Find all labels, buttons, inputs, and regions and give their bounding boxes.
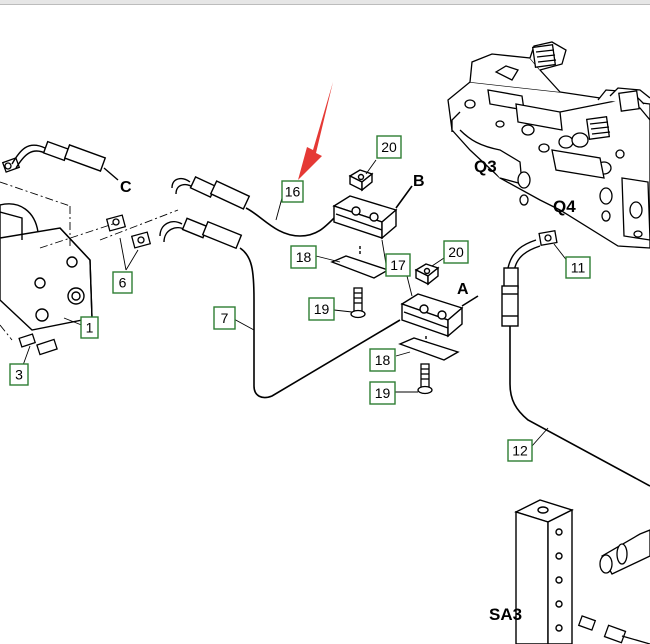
zone-label-sa3: SA3 bbox=[489, 605, 522, 624]
hose-16 bbox=[171, 175, 339, 237]
port-a-line bbox=[461, 295, 479, 307]
callout-19-lower: 19 bbox=[369, 381, 396, 405]
callout-20-lower: 20 bbox=[443, 240, 469, 264]
center-lines bbox=[0, 181, 179, 341]
svg-text:18: 18 bbox=[375, 352, 391, 368]
callout-11: 11 bbox=[565, 256, 591, 279]
callout-18-upper: 18 bbox=[290, 245, 317, 269]
pump-fittings bbox=[1, 157, 152, 356]
pump-assembly bbox=[0, 203, 93, 331]
hose-7 bbox=[159, 217, 401, 399]
callout-16: 16 bbox=[281, 180, 304, 203]
callout-12: 12 bbox=[507, 439, 533, 462]
callout-20-upper: 20 bbox=[376, 135, 402, 159]
red-arrow-indicator bbox=[298, 82, 333, 180]
svg-text:11: 11 bbox=[571, 260, 586, 276]
callout-17: 17 bbox=[385, 253, 411, 277]
leader-lines bbox=[21, 159, 569, 447]
svg-text:12: 12 bbox=[512, 443, 528, 459]
callout-6: 6 bbox=[112, 271, 133, 294]
fittings-bottom-right bbox=[577, 615, 650, 644]
zone-label-q3: Q3 bbox=[474, 157, 497, 176]
callout-3: 3 bbox=[9, 363, 29, 386]
svg-text:20: 20 bbox=[448, 244, 464, 260]
zone-label-q4: Q4 bbox=[553, 197, 576, 216]
fitting-11 bbox=[538, 229, 558, 247]
callout-19-upper: 19 bbox=[308, 297, 335, 321]
clamp-lower bbox=[398, 263, 464, 361]
port-b-line bbox=[395, 185, 413, 209]
hose-c bbox=[11, 140, 119, 181]
svg-text:18: 18 bbox=[296, 249, 312, 265]
svg-text:20: 20 bbox=[381, 139, 397, 155]
callout-18-lower: 18 bbox=[369, 348, 396, 372]
callout-1: 1 bbox=[80, 316, 99, 339]
port-label-b: B bbox=[413, 173, 425, 190]
svg-text:16: 16 bbox=[285, 184, 301, 200]
svg-text:7: 7 bbox=[221, 310, 229, 326]
svg-text:17: 17 bbox=[390, 257, 406, 273]
manifold-sa3 bbox=[514, 499, 574, 644]
port-label-a: A bbox=[457, 281, 469, 298]
callout-7: 7 bbox=[213, 306, 236, 330]
svg-text:1: 1 bbox=[86, 320, 94, 336]
svg-text:19: 19 bbox=[375, 385, 391, 401]
control-valve-block bbox=[447, 41, 650, 249]
bolt-lower bbox=[417, 363, 433, 395]
cylinder-right bbox=[599, 529, 650, 575]
port-label-c: C bbox=[120, 179, 132, 196]
window-top-edge bbox=[0, 0, 650, 5]
svg-text:3: 3 bbox=[15, 367, 23, 383]
bolt-upper bbox=[350, 287, 366, 319]
svg-text:6: 6 bbox=[119, 275, 127, 291]
hose-12 bbox=[501, 239, 650, 487]
svg-text:19: 19 bbox=[314, 301, 330, 317]
